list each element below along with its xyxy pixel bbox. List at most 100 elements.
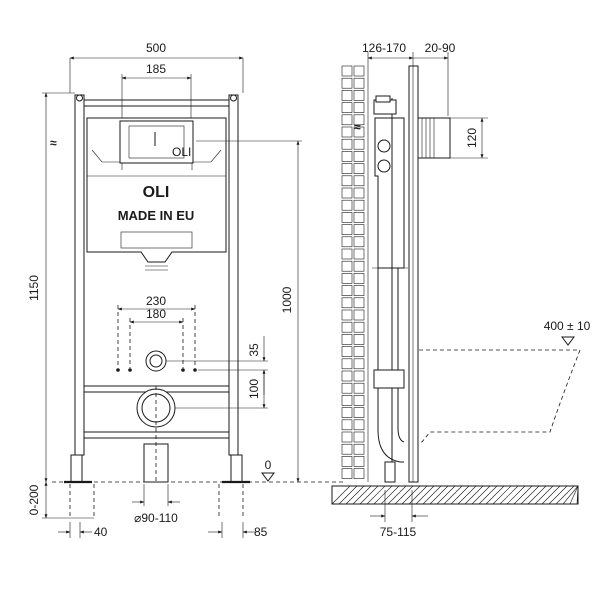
hatch-line [394,485,414,505]
flush-button-plate [119,120,194,164]
hatch-line [527,485,547,505]
brick-tile [353,102,365,113]
brick-tile [341,309,353,321]
frame-left-upright [74,94,85,456]
brick-tile [353,297,365,309]
hatch-line [513,485,533,505]
dim-drain-diameter: ⌀90-110 [134,511,178,525]
brick-tile [353,138,365,150]
brick-wall [341,65,365,479]
brick-tile [353,285,365,296]
brick-tile [353,370,365,382]
brick-tile [341,224,353,235]
hatch-line [359,485,379,505]
bolt-hole [193,368,197,372]
brick-tile [353,224,365,235]
hatch-line [520,485,540,505]
brick-tile [341,260,353,272]
brick-tile [341,175,353,187]
frame-top-right-hole [230,94,237,102]
hatch-line [576,485,579,505]
frame-top-left-hole [76,94,83,102]
brand-logo: OLI [143,184,170,201]
brick-tile [341,151,353,162]
brick-tile [353,163,365,174]
brick-tile [353,468,365,479]
brick-tile [353,273,365,284]
bolt-hole [181,368,185,372]
side-cistern [374,117,405,269]
water-inlet-icon: ≈ [50,136,57,150]
brick-tile [341,456,353,467]
brick-tile [341,248,353,260]
brick-tile [341,65,353,77]
foot-right [230,454,243,483]
hatch-line [338,485,358,505]
hatch-line [534,485,554,505]
brick-tile [353,212,365,223]
brick-tile [341,297,353,309]
dim-bolt-outer-spacing: 230 [146,294,166,308]
brick-tile [341,395,353,406]
dim-floor-drain-offset: 75-115 [380,525,417,539]
dim-cover-depth: 20-90 [425,41,456,55]
dim-foot-adjust: 0-200 [27,484,41,515]
brick-tile [341,236,353,248]
brick-tile [353,443,365,455]
dim-foot-offset-right: 85 [254,525,268,539]
toilet-bowl [419,349,581,443]
hatch-line [478,485,498,505]
zero-level-label: 0 [265,458,272,472]
brick-tile [341,346,353,357]
brick-tile [353,407,365,418]
brick-tile [353,346,365,357]
hatch-line [492,485,512,505]
brick-tile [341,285,353,296]
dim-bolt-offset-100: 100 [247,379,261,399]
brick-tile [353,77,365,89]
brick-tile [341,431,353,443]
brick-tile [353,175,365,187]
side-view: ≈ 400 ± 10 126-170 20-90 120 [331,41,591,539]
brick-tile [353,65,365,77]
brick-tile [341,321,353,333]
brick-tile [353,187,365,199]
hatch-line [436,485,456,505]
brick-tile [341,138,353,150]
hatch-line [450,485,470,505]
hatch-line [401,485,421,505]
dim-wall-depth: 126-170 [362,41,406,55]
brick-tile [353,199,365,211]
brick-tile [341,443,353,455]
brick-tile [341,370,353,382]
brick-tile [353,456,365,467]
brick-tile [353,151,365,162]
hatch-line [471,485,491,505]
brick-tile [341,382,353,394]
foot-left [70,454,83,483]
front-view: OLI OLI MADE IN EU 500 185 [27,41,345,539]
floor-hatch [331,485,579,505]
hatch-line [457,485,477,505]
brick-tile [341,77,353,89]
brick-tile [341,407,353,418]
level-marker-icon [261,472,275,482]
dim-flush-height: 1000 [280,286,294,313]
hatch-line [331,485,351,505]
side-water-inlet-icon: ≈ [354,120,361,134]
hatch-line [541,485,561,505]
brick-tile [353,358,365,370]
hatch-line [345,485,365,505]
side-level-marker-icon [561,336,575,346]
brick-tile [341,126,353,138]
hatch-line [555,485,575,505]
brick-tile [341,468,353,479]
hatch-line [373,485,393,505]
hatch-line [464,485,484,505]
bolt-hole [128,368,132,372]
hatch-line [366,485,386,505]
brick-tile [341,419,353,431]
hatch-line [548,485,568,505]
frame-right-upright [228,94,239,456]
brick-tile [353,395,365,406]
